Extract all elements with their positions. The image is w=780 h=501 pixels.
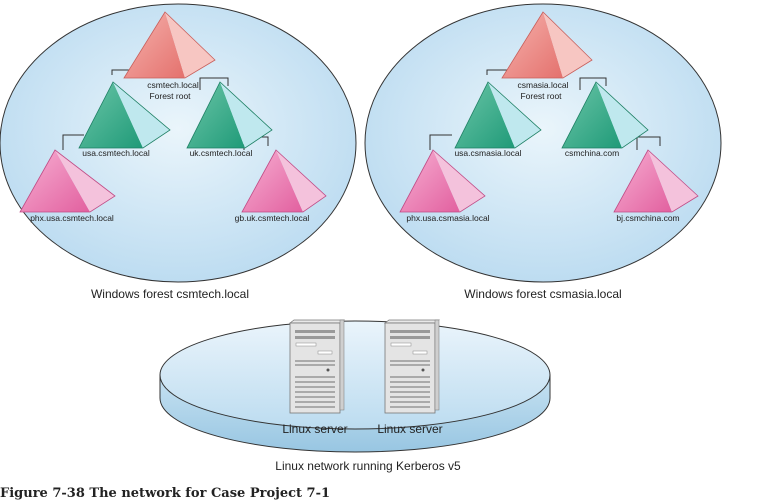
forest-left-grandchild-right-label: gb.uk.csmtech.local xyxy=(235,213,310,223)
linux-network: Linux server Linux server Linux network … xyxy=(159,319,551,473)
forest-left-root-note: Forest root xyxy=(149,91,191,101)
forest-right-grandchild-left-label: phx.usa.csmasia.local xyxy=(406,213,489,223)
forest-left-grandchild-right-pyramid xyxy=(241,149,327,213)
forest-left-title: Windows forest csmtech.local xyxy=(91,287,249,301)
linux-server-1-label: Linux server xyxy=(282,422,347,436)
forest-left-grandchild-left-pyramid xyxy=(19,149,116,213)
forest-right-child-right-pyramid xyxy=(561,81,649,149)
forest-right-root-pyramid xyxy=(501,11,593,79)
forest-right-connectors xyxy=(429,69,661,150)
forest-left: csmtech.local Forest root usa.csmtech.lo… xyxy=(0,3,357,301)
linux-network-title: Linux network running Kerberos v5 xyxy=(275,459,461,473)
forest-right-child-left-pyramid xyxy=(454,81,542,149)
forest-left-child-left-pyramid xyxy=(78,81,171,149)
forest-left-child-left-label: usa.csmtech.local xyxy=(82,148,150,158)
forest-right-child-right-label: csmchina.com xyxy=(565,148,619,158)
forest-right-title: Windows forest csmasia.local xyxy=(464,287,621,301)
forest-right-grandchild-right-label: bj.csmchina.com xyxy=(616,213,679,223)
forest-left-root-label: csmtech.local xyxy=(147,80,199,90)
forest-right-root-note: Forest root xyxy=(520,91,562,101)
figure-caption: Figure 7-38 The network for Case Project… xyxy=(0,486,331,501)
forest-right-root-label: csmasia.local xyxy=(517,80,568,90)
forest-right-grandchild-left-pyramid xyxy=(399,149,486,213)
linux-server-1-icon xyxy=(288,319,346,414)
forest-right-grandchild-right-pyramid xyxy=(613,149,699,213)
forest-right-ellipse xyxy=(364,3,722,283)
forest-left-grandchild-left-label: phx.usa.csmtech.local xyxy=(30,213,114,223)
forest-right: csmasia.local Forest root usa.csmasia.lo… xyxy=(364,3,722,301)
forest-left-ellipse xyxy=(0,3,357,283)
forest-right-child-left-label: usa.csmasia.local xyxy=(454,148,521,158)
linux-server-2-icon xyxy=(383,319,441,414)
linux-server-2-label: Linux server xyxy=(377,422,442,436)
forest-left-child-right-label: uk.csmtech.local xyxy=(190,148,253,158)
forest-left-child-right-pyramid xyxy=(186,81,273,149)
forest-left-root-pyramid xyxy=(123,11,216,79)
linux-disk-top xyxy=(159,320,551,430)
